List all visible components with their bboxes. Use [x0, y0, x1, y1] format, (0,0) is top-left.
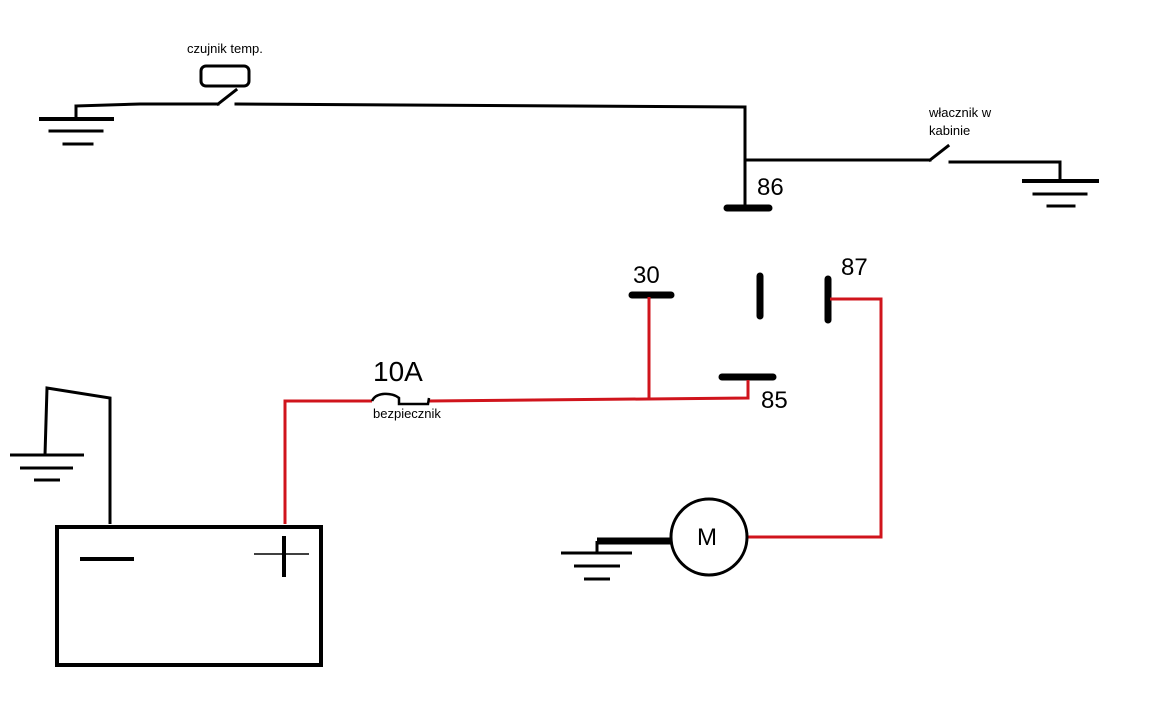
pin-30-label: 30	[633, 262, 660, 289]
temp-sensor-switch	[199, 64, 251, 107]
motor-label: M	[697, 524, 717, 551]
pin-86-label: 86	[757, 174, 784, 201]
motor-circle	[669, 497, 749, 577]
cabin-switch	[927, 143, 951, 163]
wire-fuse-to-relay	[428, 380, 750, 403]
wire-pin-87-to-motor	[748, 297, 883, 539]
wire-battery-plus-to-fuse	[283, 399, 372, 524]
pin-87-label: 87	[841, 254, 868, 281]
power-circuit	[283, 297, 883, 539]
ground-symbol-left-top	[39, 104, 114, 146]
pin-85-label: 85	[761, 387, 788, 414]
wire-cabin-switch-to-ground	[948, 160, 1062, 183]
temp-sensor-label: czujnik temp.	[187, 41, 263, 56]
ground-symbol-battery	[10, 453, 84, 482]
relay-pins	[628, 204, 832, 381]
fuse-symbol	[370, 392, 431, 406]
cabin-switch-label-line1: włacznik w	[928, 105, 992, 120]
wire-ground-to-temp-sensor	[74, 102, 220, 108]
ground-symbol-right-top	[1022, 179, 1099, 208]
battery-body	[55, 525, 323, 667]
ground-symbol-motor	[561, 541, 632, 581]
wire-battery-minus-to-ground	[43, 386, 112, 524]
control-circuit	[39, 64, 1099, 209]
battery	[10, 386, 323, 667]
fuse-label: bezpiecznik	[373, 406, 441, 421]
cabin-switch-label-line2: kabinie	[929, 123, 970, 138]
motor	[561, 497, 749, 581]
wire-temp-sensor-to-relay	[234, 102, 747, 109]
fuse-rating-label: 10A	[373, 356, 423, 387]
